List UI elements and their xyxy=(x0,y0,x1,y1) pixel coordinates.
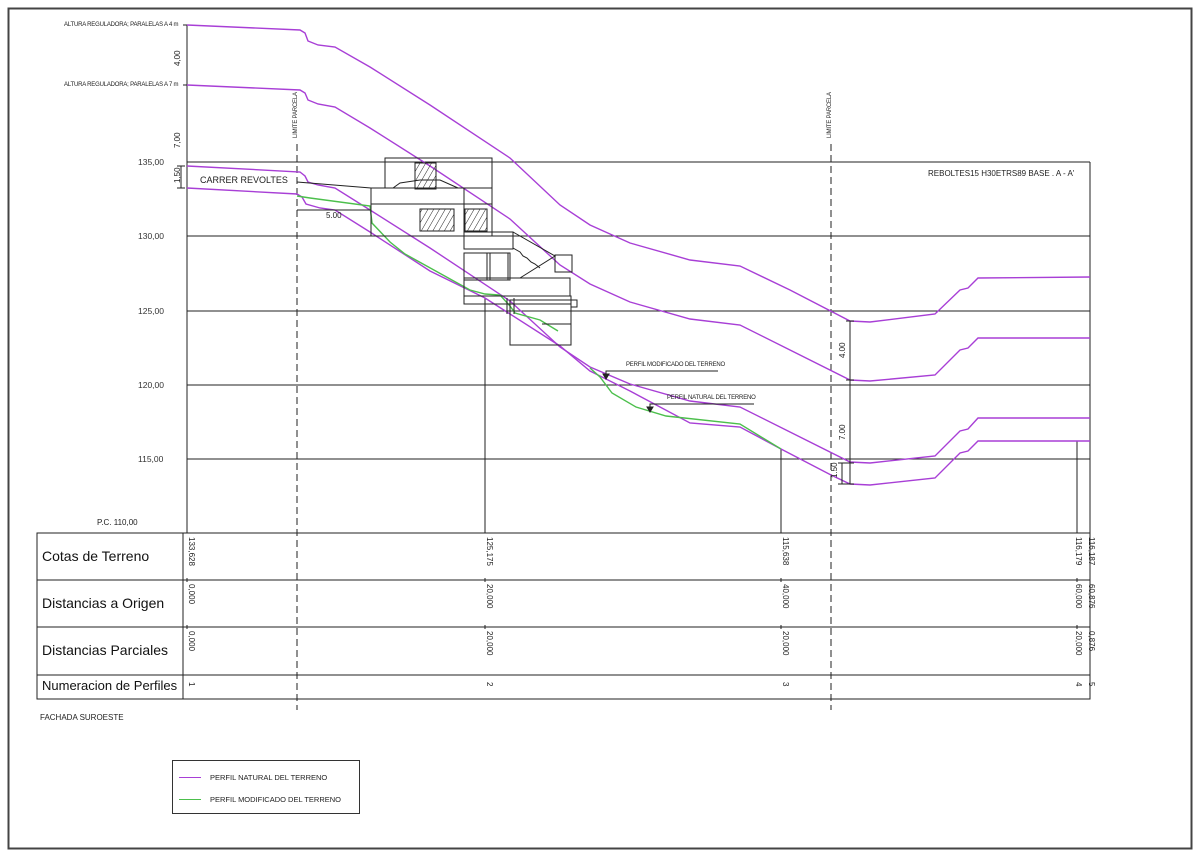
elevation-label-120: 120,00 xyxy=(138,380,164,390)
number-profile-5: 5 xyxy=(1087,682,1096,687)
cota-profile-1: 133,628 xyxy=(187,537,196,566)
natural-profile-callout: PERFIL NATURAL DEL TERRENO xyxy=(667,395,756,401)
elevation-label-125: 125,00 xyxy=(138,306,164,316)
legend-item-modified: PERFIL MODIFICADO DEL TERRENO xyxy=(179,792,341,806)
dist-origen-profile-2: 20,000 xyxy=(485,584,494,609)
row-label-cotas: Cotas de Terreno xyxy=(42,548,150,564)
dimension-4m: 4,00 xyxy=(173,50,182,66)
dist-origen-profile-3: 40,000 xyxy=(781,584,790,609)
number-profile-4: 4 xyxy=(1074,682,1083,687)
regulating-height-4m-label: ALTURA REGULADORA; PARALELAS A 4 m xyxy=(64,22,179,28)
drawing-title: REBOLTES15 H30ETRS89 BASE . A - A' xyxy=(928,169,1075,178)
dist-parcial-profile-2: 20,000 xyxy=(485,631,494,656)
number-profile-2: 2 xyxy=(485,682,494,687)
view-name: FACHADA SUROESTE xyxy=(40,713,124,722)
cota-profile-3: 115,638 xyxy=(781,537,790,566)
row-label-numeracion: Numeracion de Perfiles xyxy=(42,678,178,693)
row-label-dist-parciales: Distancias Parciales xyxy=(42,642,169,658)
building-section xyxy=(296,157,578,346)
modified-terrain-profile xyxy=(296,195,782,450)
right-dimension-7m: 7.00 xyxy=(838,424,847,440)
street-label: CARRER REVOLTES xyxy=(200,175,288,185)
dimension-7m: 7,00 xyxy=(173,132,182,148)
cota-profile-2: 125,175 xyxy=(485,537,494,566)
elevation-grid xyxy=(187,161,1090,460)
reference-plane-label: P.C. 110,00 xyxy=(97,518,138,527)
dist-parcial-profile-4: 20,000 xyxy=(1074,631,1083,656)
callout-leaders xyxy=(602,370,754,413)
purple-line-swatch-icon xyxy=(179,776,201,778)
street-depth-dimension: 1,50 xyxy=(173,167,182,183)
legend-label-modified: PERFIL MODIFICADO DEL TERRENO xyxy=(210,794,341,804)
dist-parcial-profile-5: 0,876 xyxy=(1087,631,1096,652)
dist-parcial-profile-3: 20,000 xyxy=(781,631,790,656)
green-line-swatch-icon xyxy=(179,798,201,800)
sheet-frame xyxy=(7,7,1193,850)
regulating-height-7m-label: ALTURA REGULADORA; PARALELAS A 7 m xyxy=(64,82,179,88)
right-dimension-4m: 4.00 xyxy=(838,342,847,358)
data-table-grid xyxy=(36,532,1091,700)
elevation-label-130: 130,00 xyxy=(138,231,164,241)
legend-label-natural: PERFIL NATURAL DEL TERRENO xyxy=(210,772,328,782)
natural-terrain-profile xyxy=(186,24,1091,486)
dist-parcial-profile-1: 0,000 xyxy=(187,631,196,652)
setback-dimension: 5.00 xyxy=(326,211,342,220)
legend: PERFIL NATURAL DEL TERRENO PERFIL MODIFI… xyxy=(172,760,360,814)
modified-profile-callout: PERFIL MODIFICADO DEL TERRENO xyxy=(626,362,725,368)
dist-origen-profile-5: 60,876 xyxy=(1087,584,1096,609)
cota-profile-4: 116,179 xyxy=(1074,537,1083,566)
plot-limit-right-label: LIMITE PARCELA xyxy=(827,92,833,138)
profile-stations xyxy=(484,298,1078,533)
dist-origen-profile-4: 60,000 xyxy=(1074,584,1083,609)
elevation-label-135: 135,00 xyxy=(138,157,164,167)
legend-item-natural: PERFIL NATURAL DEL TERRENO xyxy=(179,770,327,784)
row-label-dist-origen: Distancias a Origen xyxy=(42,595,165,611)
plot-limit-left-label: LIMITE PARCELA xyxy=(293,92,299,138)
dimension-lines xyxy=(177,165,854,485)
number-profile-3: 3 xyxy=(781,682,790,687)
number-profile-1: 1 xyxy=(187,682,196,687)
right-dimension-150: 1.50 xyxy=(830,462,839,478)
plot-limit-lines xyxy=(296,144,832,710)
dist-origen-profile-1: 0,000 xyxy=(187,584,196,605)
table-station-ticks xyxy=(186,578,1078,629)
cota-profile-5: 116,187 xyxy=(1087,537,1096,566)
elevation-label-115: 115,00 xyxy=(138,454,164,464)
